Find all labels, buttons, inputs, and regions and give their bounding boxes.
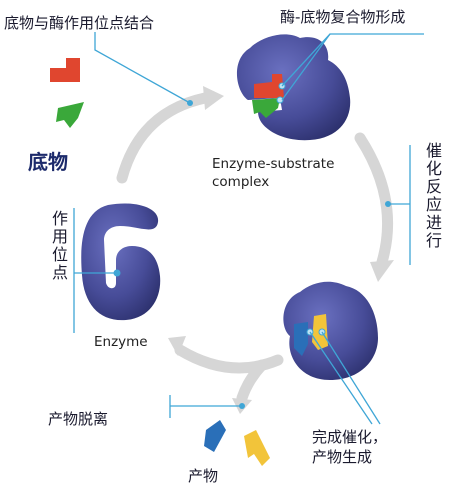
label-catalysis-done-1: 完成催化，	[312, 428, 388, 446]
leader-done-1	[309, 331, 373, 425]
label-es-complex-formation: 酶-底物复合物形成	[280, 8, 406, 26]
label-substrate: 底物	[28, 150, 68, 174]
arrowhead-release	[168, 336, 186, 356]
leader-catalysis-end	[385, 201, 391, 207]
arrowhead-catalysis	[370, 260, 394, 282]
enzyme-free	[81, 203, 161, 321]
product-yellow-piece	[244, 430, 270, 466]
free-products	[204, 420, 270, 466]
cycle-arrow-product-down	[236, 359, 268, 404]
label-enzyme: Enzyme	[94, 334, 148, 350]
cycle-arrowheads	[168, 86, 394, 414]
complex-site-dot-2	[276, 96, 284, 104]
enzyme-substrate-complex	[236, 34, 351, 141]
label-product: 产物	[188, 467, 219, 485]
leader-done-2	[321, 331, 381, 425]
product-blue-piece	[204, 420, 226, 452]
label-catalysis-done-2: 产物生成	[312, 448, 373, 466]
label-active-site: 作用位点	[49, 210, 68, 282]
label-es-complex-en-2: complex	[212, 174, 270, 190]
enzyme-free-body	[81, 203, 161, 321]
enzyme-product-complex	[283, 281, 378, 380]
free-substrates	[50, 58, 84, 128]
product-complex-blue	[294, 322, 308, 356]
cycle-arrow-release	[174, 344, 284, 374]
substrate-red-piece	[50, 58, 80, 82]
leader-lines	[73, 32, 424, 425]
leader-binding	[94, 32, 191, 104]
complex-substrate-red	[254, 74, 284, 98]
label-product-release: 产物脱离	[48, 410, 109, 428]
label-catalysis-proceeds: 催化反应进行	[423, 142, 442, 250]
cycle-arrow-binding	[116, 92, 211, 184]
leader-release-end	[239, 403, 245, 409]
complex-enzyme-body	[236, 34, 351, 141]
leader-complex-2	[281, 33, 331, 101]
complex-substrate-green	[252, 98, 280, 118]
product-complex-enzyme-body	[283, 281, 378, 380]
label-es-complex-en-1: Enzyme-substrate	[212, 156, 335, 172]
substrate-green-piece	[56, 102, 84, 128]
leader-binding-end	[187, 100, 193, 106]
label-substrate-binding: 底物与酶作用位点结合	[4, 14, 155, 32]
cycle-arrow-catalysis	[354, 132, 394, 268]
arrowhead-binding	[203, 86, 224, 110]
